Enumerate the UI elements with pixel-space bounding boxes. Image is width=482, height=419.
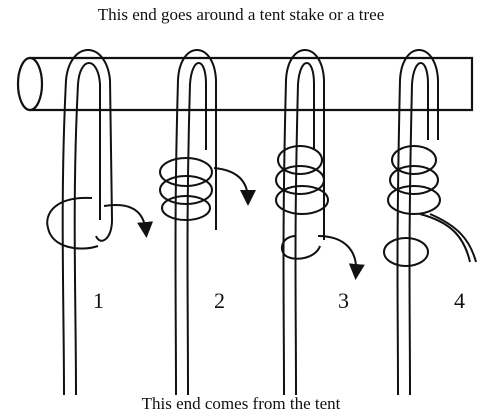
knot-step-4 <box>383 49 477 396</box>
step-number-2: 2 <box>214 288 225 313</box>
knot-step-2 <box>159 49 256 396</box>
top-caption: This end goes around a tent stake or a t… <box>97 5 385 24</box>
pole <box>16 56 474 112</box>
step-number-1: 1 <box>93 288 104 313</box>
step-number-3: 3 <box>338 288 349 313</box>
step-number-4: 4 <box>454 288 465 313</box>
knot-step-3 <box>275 49 365 396</box>
bottom-caption: This end comes from the tent <box>141 394 341 413</box>
knot-step-1 <box>46 49 154 396</box>
